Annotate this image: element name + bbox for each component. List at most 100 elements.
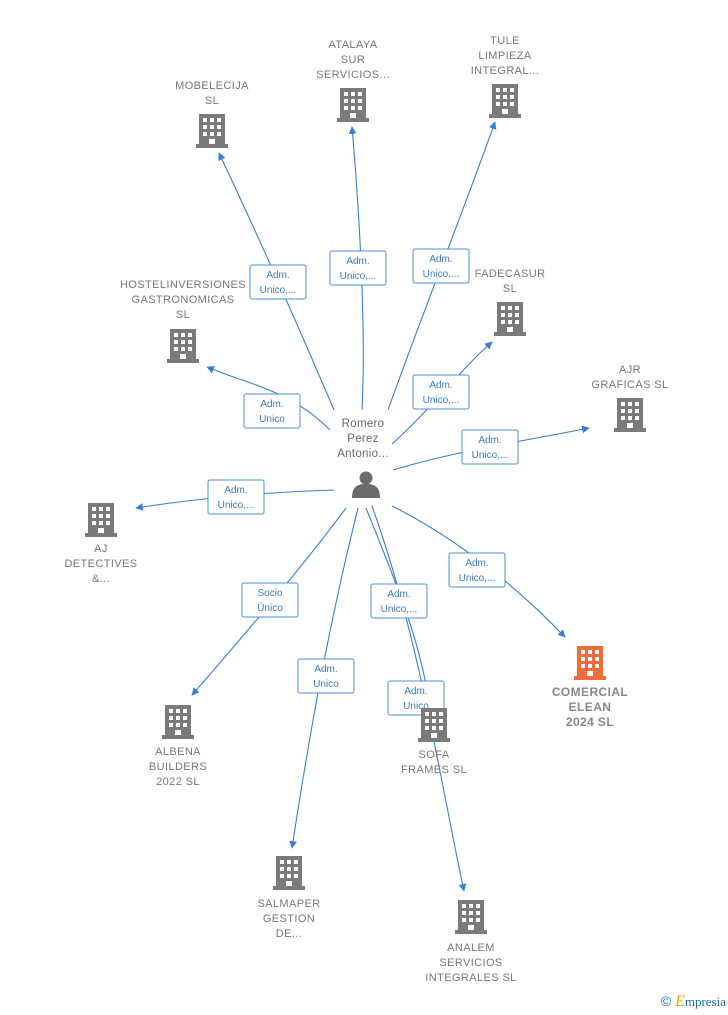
- company-label: FRAMES SL: [401, 764, 467, 776]
- edge-label-box: [412, 248, 470, 284]
- edge-label-text: Adm.: [224, 485, 247, 496]
- edge-label-atalaya[interactable]: Adm. Unico,...: [329, 250, 387, 286]
- company-label: INTEGRAL...: [471, 65, 540, 77]
- copyright-icon: ©: [660, 993, 672, 1009]
- company-label: ALBENA: [155, 746, 201, 758]
- edge-label-mobelecija[interactable]: Adm.Unico,...: [249, 264, 307, 300]
- building-icon: [455, 900, 487, 934]
- building-icon: [162, 705, 194, 739]
- building-icon: [489, 84, 521, 118]
- edge-label-box: [243, 393, 301, 429]
- company-label: ATALAYA: [328, 39, 377, 51]
- company-node-fadecasur[interactable]: FADECASUR SL: [475, 268, 546, 336]
- building-icon: [418, 708, 450, 742]
- edge-label-salmaper[interactable]: Adm.Unico: [297, 658, 355, 694]
- company-label: GRAFICAS SL: [591, 379, 668, 391]
- company-node-tule[interactable]: TULE LIMPIEZA INTEGRAL...: [471, 35, 540, 118]
- company-label: AJR: [619, 364, 641, 376]
- company-node-sofa[interactable]: SOFA FRAMES SL: [401, 708, 467, 776]
- company-node-aj[interactable]: AJ DETECTIVES &...: [64, 503, 137, 585]
- company-label: SL: [503, 283, 517, 295]
- building-icon: [337, 88, 369, 122]
- company-label: COMERCIAL: [552, 685, 628, 699]
- edge-label-text: Adm.: [260, 399, 283, 410]
- edge-label-text: Adm.: [429, 254, 452, 265]
- edge-label-text: Unico,...: [423, 395, 460, 406]
- edge-label-aj[interactable]: Adm. Unico,...: [207, 479, 265, 515]
- building-icon: [574, 646, 606, 680]
- edge-label-text: Socio: [257, 588, 282, 599]
- edge-label-box: [241, 582, 299, 618]
- company-node-salmaper[interactable]: SALMAPER GESTION DE...: [257, 856, 320, 940]
- company-label: SERVICIOS: [439, 957, 502, 969]
- building-icon: [614, 398, 646, 432]
- company-label: SALMAPER: [257, 898, 320, 910]
- company-label: &...: [92, 573, 110, 585]
- edge-label-box: [297, 658, 355, 694]
- edge-label-box: [370, 583, 428, 619]
- company-label: AJ: [94, 543, 108, 555]
- company-node-mobelecija[interactable]: MOBELECIJA SL: [175, 80, 249, 148]
- edge-label-text: Adm.: [387, 589, 410, 600]
- edge-label-analem[interactable]: Adm. Unico,...: [370, 583, 428, 619]
- person-node[interactable]: RomeroPerezAntonio...: [337, 418, 389, 498]
- company-label: SUR: [341, 54, 365, 66]
- edge-label-text: Adm.: [478, 435, 501, 446]
- building-icon: [196, 114, 228, 148]
- building-icon: [167, 329, 199, 363]
- edge-label-text: Unico,...: [340, 271, 377, 282]
- edge-label-text: Unico,...: [260, 285, 297, 296]
- edge-label-comercial[interactable]: Adm. Unico,...: [448, 552, 506, 588]
- edge-label-text: Unico,...: [472, 450, 509, 461]
- company-label: DE...: [276, 928, 302, 940]
- company-label: HOSTELINVERSIONES: [120, 279, 246, 291]
- edge-label-text: Unico,...: [218, 500, 255, 511]
- company-node-ajr[interactable]: AJR GRAFICAS SL: [591, 364, 668, 432]
- company-label: DETECTIVES: [64, 558, 137, 570]
- person-label: Perez: [347, 433, 379, 445]
- building-icon: [273, 856, 305, 890]
- company-label: SOFA: [419, 749, 450, 761]
- company-node-atalaya[interactable]: ATALAYASURSERVICIOS...: [316, 39, 390, 122]
- edge-label-text: Adm.: [465, 558, 488, 569]
- edge-hostelinversiones: [206, 366, 331, 431]
- edge-label-tule[interactable]: Adm. Unico,...: [412, 248, 470, 284]
- edge-label-hostelinversiones[interactable]: Adm. Unico: [243, 393, 301, 429]
- edge-label-box: [448, 552, 506, 588]
- company-label: MOBELECIJA: [175, 80, 249, 92]
- company-label: SL: [176, 309, 190, 321]
- person-label: Romero: [342, 418, 385, 430]
- edge-label-text: Adm.: [429, 380, 452, 391]
- edge-label-text: Unico,...: [459, 573, 496, 584]
- edge-label-fadecasur[interactable]: Adm. Unico,...: [412, 374, 470, 410]
- edge-label-text: Unico,...: [423, 269, 460, 280]
- edge-label-ajr[interactable]: Adm. Unico,...: [461, 429, 519, 465]
- edge-label-text: Unico,...: [381, 604, 418, 615]
- edge-label-box: [249, 264, 307, 300]
- edge-label-text: Adm.: [404, 686, 427, 697]
- company-label: BUILDERS: [149, 761, 207, 773]
- edge-label-sofa[interactable]: Adm.Unico: [387, 680, 445, 716]
- brand-name: mpresia: [684, 994, 726, 1009]
- watermark: ©Empresia: [661, 993, 726, 1011]
- company-label: LIMPIEZA: [478, 50, 532, 62]
- edge-label-box: [387, 680, 445, 716]
- company-label: SL: [205, 95, 219, 107]
- edge-label-text: Único: [257, 601, 283, 614]
- person-label: Antonio...: [337, 448, 389, 460]
- edge-label-text: Unico: [259, 414, 285, 425]
- company-label: FADECASUR: [475, 268, 546, 280]
- edge-label-text: Adm.: [346, 256, 369, 267]
- company-label: TULE: [490, 35, 520, 47]
- brand-initial: E: [675, 993, 685, 1010]
- company-label: ANALEM: [447, 942, 495, 954]
- edge-label-box: [461, 429, 519, 465]
- company-label: ELEAN: [569, 700, 612, 714]
- company-label: GESTION: [263, 913, 315, 925]
